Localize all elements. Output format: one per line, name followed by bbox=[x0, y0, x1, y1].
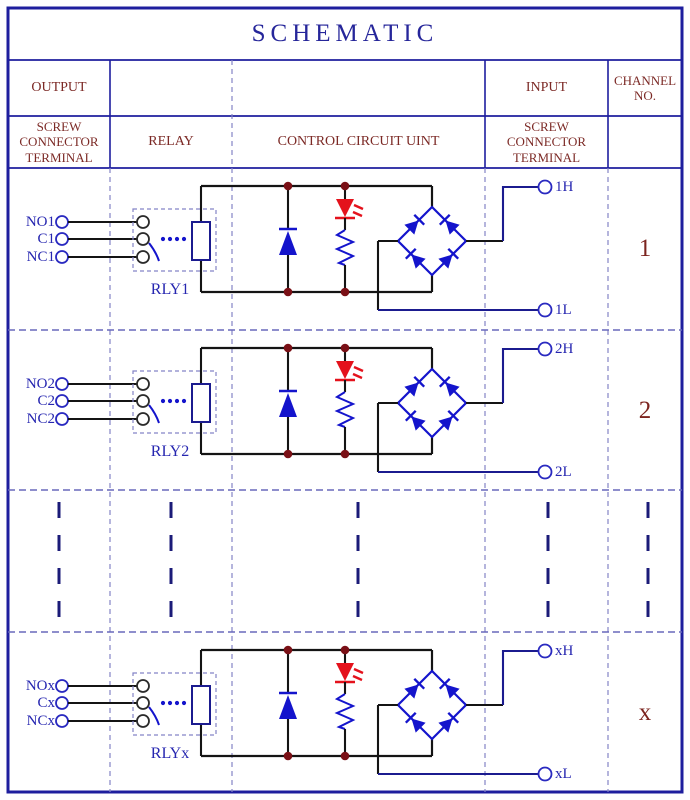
input-label-high: 1H bbox=[555, 179, 574, 195]
header-input: INPUT bbox=[525, 79, 568, 95]
table-grid bbox=[6, 6, 684, 794]
input-label-high: 2H bbox=[555, 341, 574, 357]
input-label-low: 2L bbox=[555, 464, 572, 480]
header-output: OUTPUT bbox=[31, 79, 87, 95]
input-label-low: 1L bbox=[555, 302, 572, 318]
header-input-terminal: SCREW CONNECTOR TERMINAL bbox=[506, 119, 587, 165]
relay-label: RLY2 bbox=[150, 443, 190, 460]
relay-label: RLYx bbox=[150, 745, 190, 762]
terminal-label-no: NO2 bbox=[25, 376, 55, 392]
input-label-high: xH bbox=[555, 643, 574, 659]
header-channel-no: CHANNEL NO. bbox=[613, 72, 677, 103]
header-relay: RELAY bbox=[148, 133, 194, 149]
header-output-terminal: SCREW CONNECTOR TERMINAL bbox=[19, 119, 99, 165]
terminal-label-nc: NC2 bbox=[26, 411, 55, 427]
terminal-label-nc: NC1 bbox=[26, 249, 55, 265]
channel-number: 1 bbox=[638, 235, 652, 262]
terminal-label-no: NO1 bbox=[25, 214, 55, 230]
input-label-low: xL bbox=[555, 766, 572, 782]
continuation-marks bbox=[57, 502, 650, 622]
page-title: SCHEMATIC bbox=[251, 20, 439, 47]
terminal-label-c: C2 bbox=[37, 393, 55, 409]
channel-number: x bbox=[638, 699, 652, 726]
channel-number: 2 bbox=[638, 397, 652, 424]
terminal-label-no: NOx bbox=[25, 678, 55, 694]
terminal-label-nc: NCx bbox=[26, 713, 55, 729]
header-control-unit: CONTROL CIRCUIT UINT bbox=[277, 133, 440, 149]
terminal-label-c: Cx bbox=[37, 695, 55, 711]
terminal-label-c: C1 bbox=[37, 231, 55, 247]
relay-label: RLY1 bbox=[150, 281, 190, 298]
